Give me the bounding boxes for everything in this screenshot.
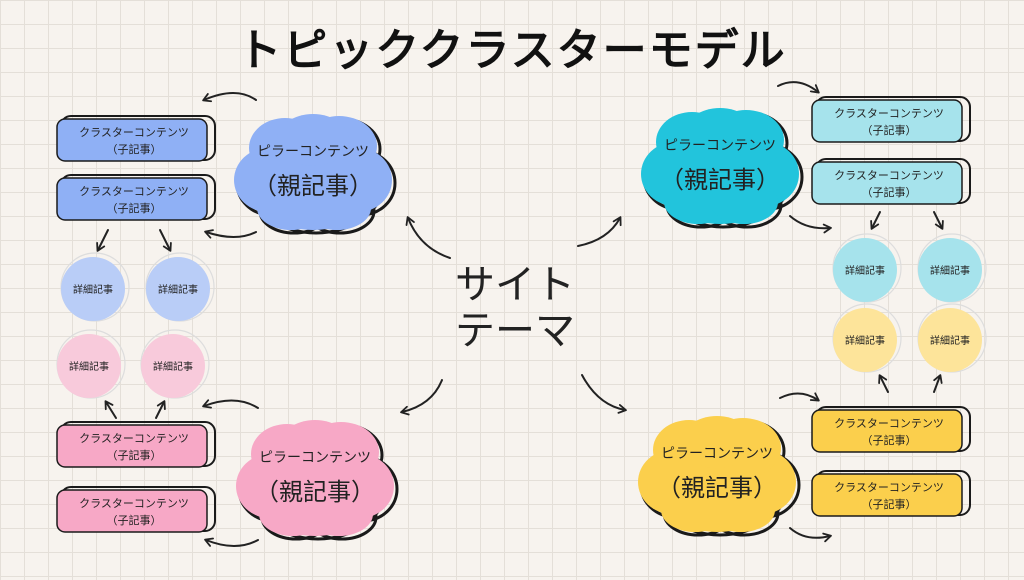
- detail-circle-blue-2: 詳細記事: [145, 252, 215, 322]
- site-theme-node: サイト テーマ: [440, 262, 590, 354]
- pillar-line1: ピラーコンテンツ: [259, 450, 371, 466]
- cluster-line2: （子記事）: [107, 142, 162, 156]
- cluster-line1: クラスターコンテンツ: [834, 107, 944, 120]
- cluster-line1: クラスターコンテンツ: [834, 169, 944, 182]
- cluster-line1: クラスターコンテンツ: [79, 126, 189, 139]
- detail-label: 詳細記事: [158, 283, 198, 296]
- cluster-box-yellow-2: クラスターコンテンツ （子記事）: [811, 470, 971, 517]
- arrow-pink-2: [204, 537, 259, 547]
- detail-circle-pink-2: 詳細記事: [140, 329, 210, 399]
- arrow-center-to-top-left: [405, 216, 451, 259]
- cluster-line1: クラスターコンテンツ: [834, 417, 944, 430]
- cluster-line2: （子記事）: [862, 123, 917, 137]
- arrow-yellow-4: [933, 374, 943, 393]
- pillar-line1: ピラーコンテンツ: [257, 144, 369, 160]
- pillar-line1: ピラーコンテンツ: [664, 138, 776, 154]
- cluster-box-blue-1: クラスターコンテンツ （子記事）: [56, 115, 216, 162]
- detail-label: 詳細記事: [930, 264, 970, 277]
- arrow-center-to-bottom-right: [581, 374, 627, 414]
- cluster-line2: （子記事）: [107, 448, 162, 462]
- detail-label: 詳細記事: [69, 360, 109, 373]
- arrow-blue-4: [159, 229, 172, 252]
- cluster-line1: クラスターコンテンツ: [79, 432, 189, 445]
- detail-circle-yellow-1: 詳細記事: [832, 303, 902, 373]
- detail-circle-blue-1: 詳細記事: [60, 252, 130, 322]
- detail-label: 詳細記事: [845, 334, 885, 347]
- arrow-pink-1: [202, 399, 259, 409]
- site-theme-line2: テーマ: [455, 308, 575, 354]
- pillar-line2: （親記事）: [253, 172, 373, 200]
- detail-label: 詳細記事: [73, 283, 113, 296]
- detail-circle-pink-1: 詳細記事: [56, 329, 126, 399]
- pillar-line1: ピラーコンテンツ: [661, 446, 773, 462]
- arrow-pink-3: [104, 400, 117, 419]
- cluster-line2: （子記事）: [862, 185, 917, 199]
- detail-label: 詳細記事: [153, 360, 193, 373]
- detail-circle-cyan-2: 詳細記事: [917, 233, 987, 303]
- detail-circle-yellow-2: 詳細記事: [917, 303, 987, 373]
- arrow-blue-3: [96, 229, 109, 252]
- cluster-line1: クラスターコンテンツ: [79, 185, 189, 198]
- arrow-yellow-2: [789, 527, 832, 543]
- pillar-cloud-yellow: ピラーコンテンツ （親記事）: [638, 416, 801, 537]
- site-theme-line1: サイト: [455, 262, 575, 308]
- arrow-cyan-2: [789, 215, 832, 234]
- cluster-box-pink-2: クラスターコンテンツ （子記事）: [56, 486, 216, 533]
- detail-label: 詳細記事: [845, 264, 885, 277]
- arrow-yellow-3: [878, 374, 889, 393]
- detail-label: 詳細記事: [930, 334, 970, 347]
- arrow-blue-1: [202, 92, 257, 103]
- arrow-cyan-3: [870, 211, 881, 230]
- pillar-cloud-cyan: ピラーコンテンツ （親記事）: [641, 108, 804, 229]
- pillar-line2: （親記事）: [657, 474, 777, 502]
- cluster-line2: （子記事）: [862, 497, 917, 511]
- cluster-box-pink-1: クラスターコンテンツ （子記事）: [56, 421, 216, 468]
- pillar-line2: （親記事）: [660, 166, 780, 194]
- page-title: トピッククラスターモデル: [237, 25, 787, 76]
- cluster-line1: クラスターコンテンツ: [79, 497, 189, 510]
- pillar-cloud-pink: ピラーコンテンツ （親記事）: [236, 420, 399, 541]
- detail-circle-cyan-1: 詳細記事: [832, 233, 902, 303]
- cluster-box-cyan-2: クラスターコンテンツ （子記事）: [811, 158, 971, 205]
- cluster-line2: （子記事）: [862, 433, 917, 447]
- arrow-blue-2: [204, 229, 257, 239]
- arrow-center-to-top-right: [577, 216, 622, 247]
- cluster-box-blue-2: クラスターコンテンツ （子記事）: [56, 174, 216, 221]
- cluster-box-yellow-1: クラスターコンテンツ （子記事）: [811, 406, 971, 453]
- arrow-cyan-1: [777, 81, 820, 94]
- pillar-cloud-blue: ピラーコンテンツ （親記事）: [234, 114, 397, 235]
- pillar-line2: （親記事）: [255, 478, 375, 506]
- arrow-cyan-4: [933, 211, 944, 230]
- cluster-box-cyan-1: クラスターコンテンツ （子記事）: [811, 96, 971, 143]
- cluster-line2: （子記事）: [107, 513, 162, 527]
- arrow-center-to-bottom-left: [400, 379, 443, 416]
- cluster-line2: （子記事）: [107, 201, 162, 215]
- cluster-line1: クラスターコンテンツ: [834, 481, 944, 494]
- arrow-yellow-1: [779, 392, 820, 402]
- arrow-pink-4: [155, 400, 166, 419]
